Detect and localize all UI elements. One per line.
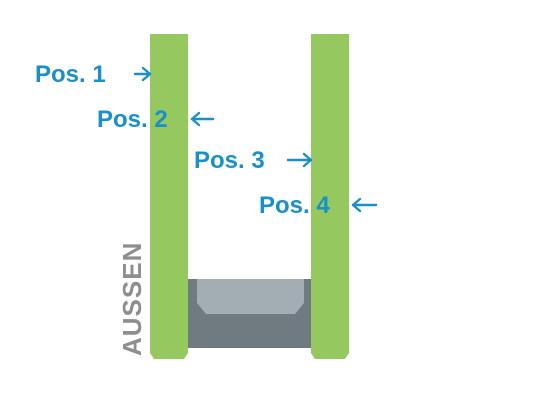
outer-glass-pane xyxy=(150,34,188,359)
position-4: Pos. 4 xyxy=(259,192,378,219)
spacer-inner xyxy=(197,279,304,314)
position-3-label: Pos. 3 xyxy=(194,147,265,174)
position-4-label: Pos. 4 xyxy=(259,192,330,219)
arrow-left-icon xyxy=(351,197,378,213)
arrow-right-icon xyxy=(286,152,313,168)
position-2-label: Pos. 2 xyxy=(97,106,168,133)
spacer xyxy=(188,279,311,348)
position-1: Pos. 1 xyxy=(35,61,152,88)
position-2: Pos. 2 xyxy=(97,106,215,133)
arrow-left-icon xyxy=(190,111,215,127)
position-3: Pos. 3 xyxy=(194,147,313,174)
arrow-right-icon xyxy=(133,66,152,82)
inner-glass-pane xyxy=(311,34,349,359)
position-1-label: Pos. 1 xyxy=(35,61,106,88)
side-label-aussen: AUSSEN xyxy=(117,242,147,356)
